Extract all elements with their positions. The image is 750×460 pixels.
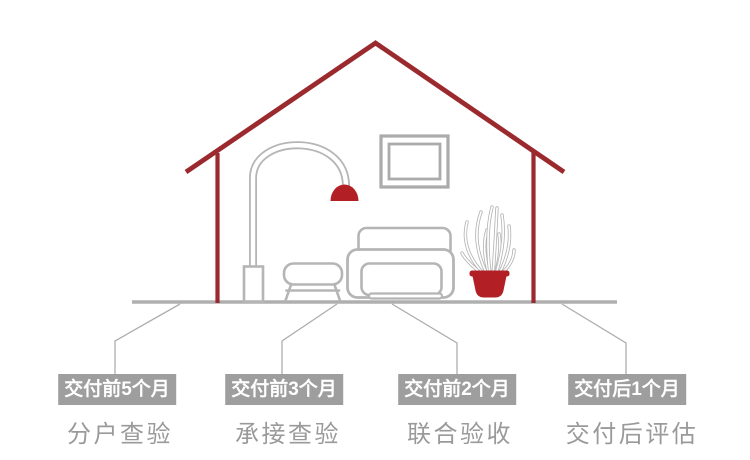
plant-pot — [472, 276, 507, 298]
stool-icon — [282, 262, 344, 302]
house-icon — [184, 40, 566, 303]
timeline-badge-2: 交付前3个月 — [225, 374, 343, 405]
connector-line — [561, 303, 627, 375]
timeline-badge-4: 交付后1个月 — [568, 374, 686, 405]
connector-line — [391, 303, 458, 375]
timeline-label-4: 交付后评估 — [565, 421, 699, 448]
potted-plant-icon — [460, 205, 516, 298]
roof — [184, 40, 566, 174]
lamp-shade — [330, 184, 359, 201]
timeline-label-1: 分户查验 — [67, 421, 173, 448]
floor-lamp-icon — [242, 141, 359, 303]
sofa-icon — [346, 226, 455, 300]
timeline-label-3: 联合验收 — [407, 421, 513, 448]
picture-frame-icon — [379, 134, 450, 189]
timeline-badge-1: 交付前5个月 — [58, 374, 176, 405]
plant-pot-rim — [469, 270, 510, 277]
plant-leaves — [460, 205, 516, 276]
timeline-label-2: 承接查验 — [235, 421, 341, 448]
timeline-badge-3: 交付前2个月 — [398, 374, 516, 405]
connector-line — [114, 303, 181, 375]
connector-lines — [114, 303, 627, 375]
connector-line — [281, 303, 338, 375]
